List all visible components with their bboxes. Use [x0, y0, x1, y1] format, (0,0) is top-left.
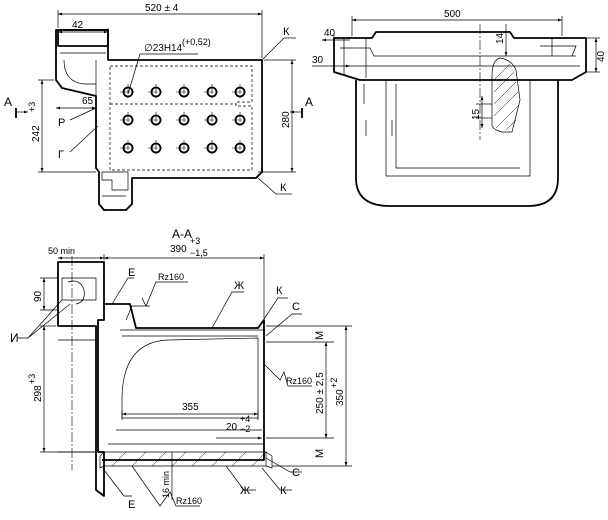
dim-42: 42 — [72, 20, 84, 31]
hole-dim-tol: (+0,52) — [182, 37, 211, 47]
label-s-bottom: С — [292, 467, 300, 479]
roughness-1: Rz160 — [158, 272, 184, 282]
dim-40-left: 40 — [324, 28, 336, 39]
section-left-column — [57, 261, 105, 497]
hole-center-1-1 — [148, 112, 164, 128]
dim-242: 242 — [31, 125, 42, 142]
label-zh-top: Ж — [234, 280, 244, 292]
hole-center-0-3 — [204, 84, 220, 100]
top-view: ∅23H14 (+0,52) 520 ± 4 42 65 242 +3 280 … — [4, 3, 313, 211]
label-s-top: С — [292, 301, 300, 313]
plan-boss-top — [57, 29, 109, 47]
section-view: А-А 50 min 390 +3 −1,5 — [10, 227, 352, 511]
dim-65: 65 — [82, 96, 94, 107]
dim-90: 90 — [33, 290, 44, 302]
label-k-bottom: К — [280, 182, 287, 194]
hole-center-2-1 — [148, 140, 164, 156]
hole-center-1-2 — [176, 112, 192, 128]
dim-500: 500 — [444, 9, 461, 20]
dim-520: 520 ± 4 — [145, 3, 179, 14]
section-body — [102, 303, 265, 461]
dim-250: 250 ± 2,5 — [315, 372, 326, 414]
section-mark-left: А — [4, 95, 12, 109]
dim-298-tol: +3 — [27, 374, 37, 384]
section-title: А-А — [172, 227, 192, 241]
dim-242-tol: +3 — [27, 102, 37, 112]
hole-center-0-4 — [232, 84, 248, 100]
roughness-3: Rz160 — [176, 496, 202, 506]
dim-390-up: +3 — [190, 236, 200, 246]
dim-15: 15 — [471, 108, 482, 120]
label-i: И — [10, 331, 19, 345]
dim-280: 280 — [281, 111, 292, 128]
hole-center-2-4 — [232, 140, 248, 156]
label-e-top: Е — [128, 267, 135, 279]
hole-dim: ∅23H14 — [144, 43, 183, 54]
hole-center-2-2 — [176, 140, 192, 156]
dim-298: 298 — [33, 385, 44, 402]
hole-center-2-3 — [204, 140, 220, 156]
dim-50min: 50 min — [48, 246, 75, 256]
side-view: 500 40 30 14 40 15 — [312, 9, 607, 207]
dim-390: 390 — [170, 244, 187, 255]
dim-40-right: 40 — [596, 50, 607, 62]
dim-350: 350 — [335, 389, 346, 406]
hole-grid — [120, 84, 248, 156]
label-r: Р — [58, 117, 65, 129]
dim-16min: 16 min — [161, 471, 171, 498]
hole-center-0-2 — [176, 84, 192, 100]
hole-center-0-1 — [148, 84, 164, 100]
dim-350-tol: +2 — [329, 378, 339, 388]
label-m-top: М — [314, 331, 326, 340]
dim-390-down: −1,5 — [190, 248, 208, 258]
hole-center-1-3 — [204, 112, 220, 128]
dim-30: 30 — [312, 55, 324, 66]
roughness-2: Rz160 — [286, 376, 312, 386]
plan-outline — [55, 29, 263, 211]
hole-center-2-0 — [120, 140, 136, 156]
dim-14: 14 — [495, 32, 506, 44]
label-e-bottom: Е — [128, 499, 135, 511]
dim-20-up: +4 — [240, 414, 250, 424]
label-k-top: К — [283, 26, 290, 38]
label-g: Г — [58, 149, 64, 161]
label-zh-bottom: Ж — [240, 485, 250, 497]
dim-355: 355 — [182, 402, 199, 413]
hole-center-1-0 — [120, 112, 136, 128]
dim-20: 20 — [226, 422, 238, 433]
section-mark-right: А — [305, 95, 313, 109]
dim-20-down: −2 — [240, 424, 250, 434]
label-k-section-top: К — [276, 285, 283, 297]
hole-center-0-0 — [120, 84, 136, 100]
label-m-bottom: М — [314, 449, 326, 458]
hole-center-1-4 — [232, 112, 248, 128]
side-body — [355, 80, 559, 207]
label-k-section-bottom: К — [280, 485, 287, 497]
